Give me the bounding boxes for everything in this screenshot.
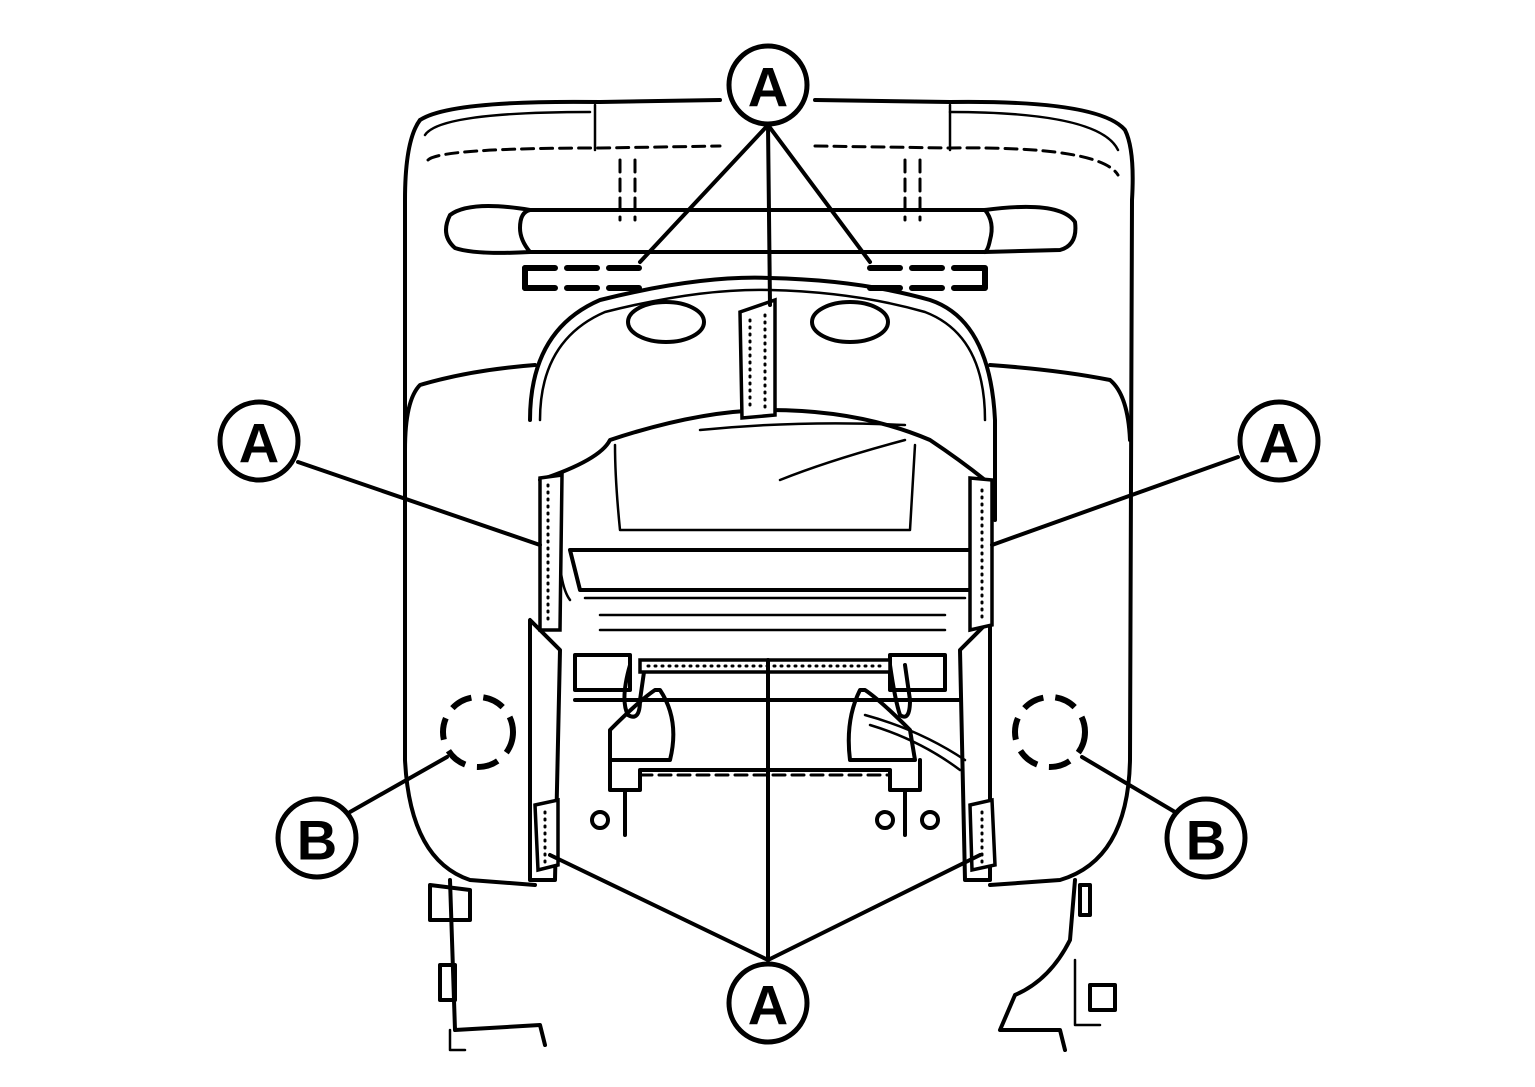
svg-text:A: A bbox=[748, 56, 788, 119]
seat-base bbox=[428, 878, 1117, 1052]
callout-b-left: B bbox=[275, 796, 359, 880]
callout-a-left: A bbox=[217, 399, 301, 483]
svg-text:A: A bbox=[1259, 412, 1299, 475]
callout-b-right: B bbox=[1164, 796, 1248, 880]
callout-a-right: A bbox=[1237, 399, 1321, 483]
b-locations bbox=[440, 694, 1088, 770]
svg-text:B: B bbox=[1186, 809, 1226, 872]
svg-text:B: B bbox=[297, 809, 337, 872]
callout-a-bottom: A bbox=[726, 961, 810, 1045]
seat-frame bbox=[528, 275, 997, 882]
svg-text:A: A bbox=[748, 974, 788, 1037]
svg-text:A: A bbox=[239, 412, 279, 475]
leader-lines bbox=[296, 123, 1240, 962]
callout-a-top: A bbox=[726, 43, 810, 127]
fastener-strips bbox=[533, 297, 997, 873]
seat-back bbox=[403, 98, 1135, 887]
